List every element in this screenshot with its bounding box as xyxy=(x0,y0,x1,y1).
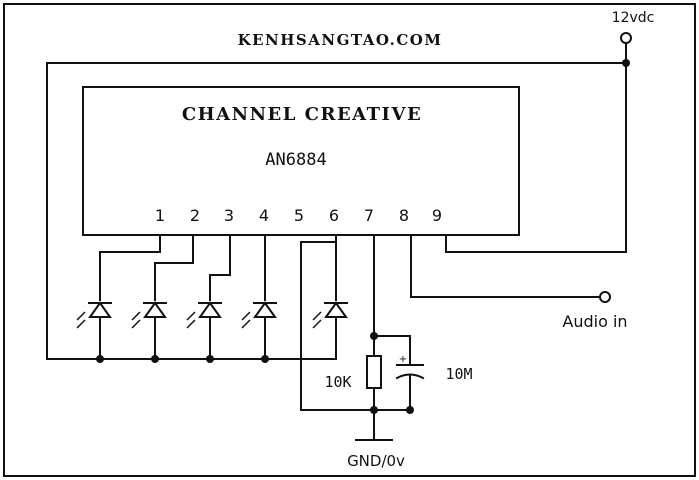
junction-dot xyxy=(96,355,104,363)
pin-number: 1 xyxy=(155,206,165,225)
pin-number: 7 xyxy=(364,206,374,225)
site-title: KENHSANGTAO.COM xyxy=(238,31,443,49)
pin-number: 4 xyxy=(259,206,269,225)
junction-dot xyxy=(261,355,269,363)
junction-dot xyxy=(370,332,378,340)
ground-label: GND/0v xyxy=(347,452,405,470)
ic-brand: CHANNEL CREATIVE xyxy=(182,104,422,125)
led-4 xyxy=(241,301,277,360)
outer-frame xyxy=(3,3,696,477)
pin-number: 3 xyxy=(224,206,234,225)
capacitor-label: 10M xyxy=(445,365,472,383)
pin2-wire xyxy=(154,234,194,301)
ic-part-number: AN6884 xyxy=(265,150,326,170)
pin5-wire xyxy=(300,241,375,411)
supply-label: 12vdc xyxy=(612,10,655,26)
pin-number: 2 xyxy=(190,206,200,225)
audio-in-terminal xyxy=(599,291,611,303)
pin9-wire xyxy=(445,234,627,253)
pin-number: 8 xyxy=(399,206,409,225)
led-1 xyxy=(76,301,112,360)
led-5 xyxy=(312,301,348,360)
pin-number: 5 xyxy=(294,206,304,225)
resistor-10k xyxy=(366,355,382,389)
ic-body xyxy=(82,86,520,236)
led-2 xyxy=(131,301,167,360)
supply-terminal xyxy=(620,32,632,44)
junction-dot xyxy=(206,355,214,363)
junction-dot xyxy=(151,355,159,363)
junction-dot xyxy=(406,406,414,414)
led-3 xyxy=(186,301,222,360)
junction-dot xyxy=(370,406,378,414)
pin3-wire xyxy=(209,234,231,301)
pin1-wire xyxy=(99,234,161,301)
audio-in-label: Audio in xyxy=(562,312,627,331)
capacitor-polarity: + xyxy=(399,354,407,365)
pin-number: 6 xyxy=(329,206,339,225)
pin8-wire xyxy=(410,234,601,298)
resistor-label: 10K xyxy=(324,373,351,391)
pin-number: 9 xyxy=(432,206,442,225)
